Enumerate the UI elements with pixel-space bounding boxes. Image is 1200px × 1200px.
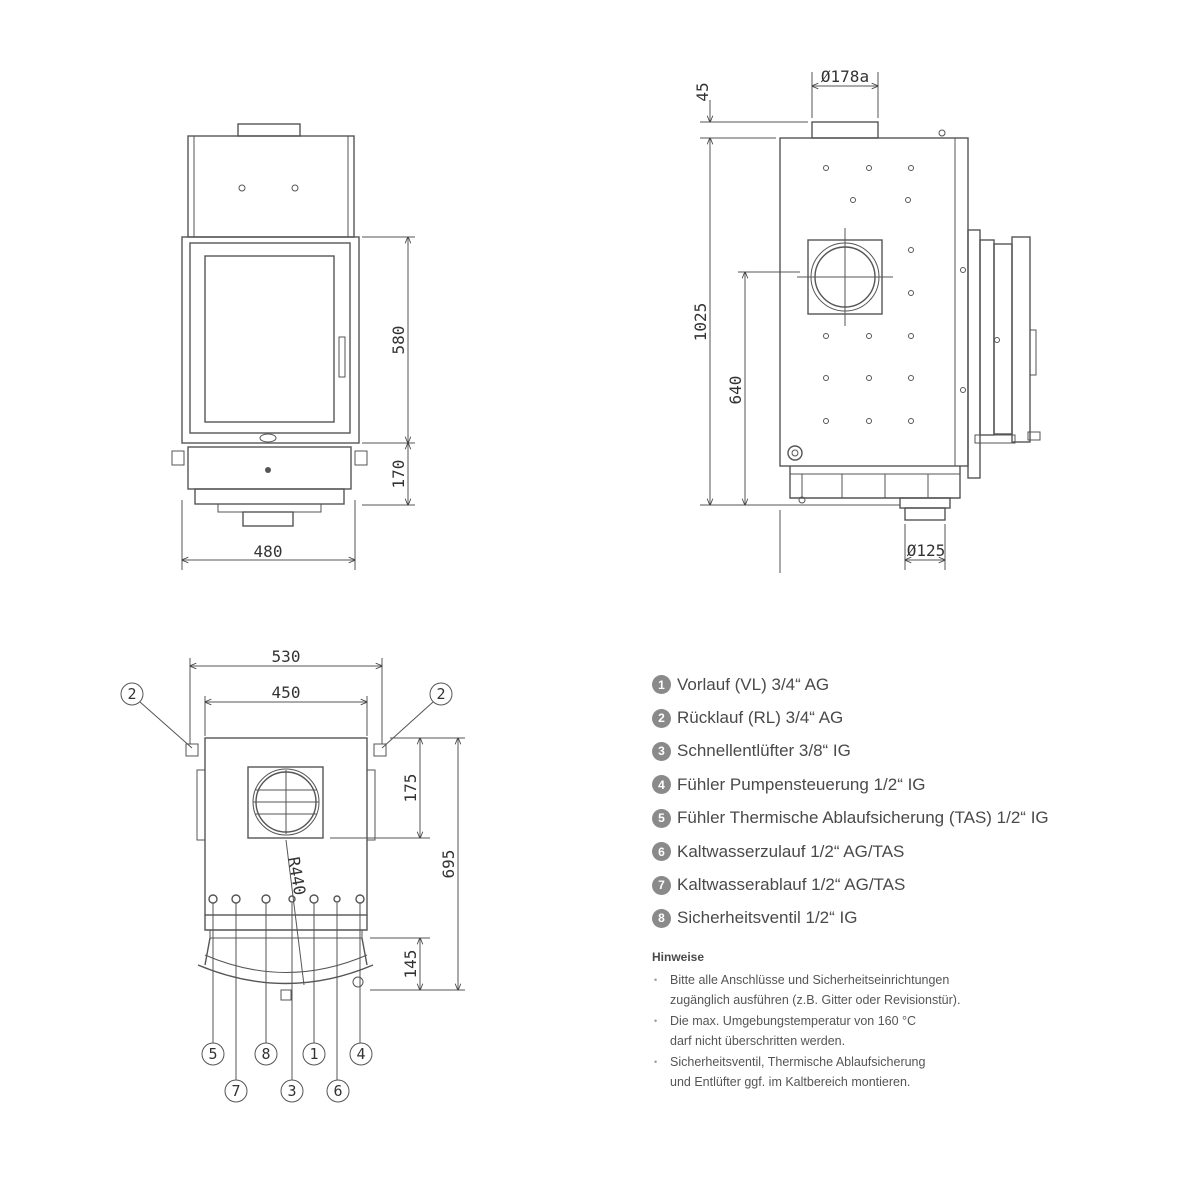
legend-text: Fühler Pumpensteuerung 1/2“ IG xyxy=(677,774,926,794)
legend-number-badge: 7 xyxy=(652,875,671,895)
legend-number-badge: 5 xyxy=(652,808,671,828)
callout-5: 5 xyxy=(208,1045,217,1063)
legend-text: Schnellentlüfter 3/8“ IG xyxy=(677,741,851,761)
note-text: Sicherheitsventil, Thermische Ablaufsich… xyxy=(670,1055,926,1089)
legend-number-badge: 6 xyxy=(652,842,671,862)
bullet-icon: • xyxy=(654,1057,658,1067)
legend-number-badge: 4 xyxy=(652,775,671,795)
notes-section: Hinweise • Bitte alle Anschlüsse und Sich… xyxy=(652,950,1172,1093)
legend-number-badge: 3 xyxy=(652,741,671,761)
legend-item: 4 Fühler Pumpensteuerung 1/2“ IG xyxy=(652,768,1192,801)
front-door-height-label: 580 xyxy=(389,326,408,355)
side-view: Ø178a 45 1025 640 Ø125 xyxy=(691,67,1041,573)
bottom-offset-label: 145 xyxy=(401,950,420,979)
legend-text: Vorlauf (VL) 3/4“ AG xyxy=(677,674,830,694)
front-width-label: 480 xyxy=(254,542,283,561)
legend-text: Kaltwasserablauf 1/2“ AG/TAS xyxy=(677,875,906,895)
legend-text: Kaltwasserzulauf 1/2“ AG/TAS xyxy=(677,841,905,861)
top-inner-width-label: 450 xyxy=(272,683,301,702)
connection-legend: 1 Vorlauf (VL) 3/4“ AG 2 Rücklauf (RL) 3/4“… xyxy=(652,668,1192,935)
top-radius-label: R440 xyxy=(284,855,309,896)
top-offset-label: 175 xyxy=(401,774,420,803)
note-item: • Sicherheitsventil, Thermische Ablaufsic… xyxy=(652,1052,1172,1092)
legend-number-badge: 8 xyxy=(652,908,671,928)
bullet-icon: • xyxy=(654,975,658,985)
callout-1: 1 xyxy=(309,1045,318,1063)
legend-number-badge: 2 xyxy=(652,708,671,728)
legend-number-badge: 1 xyxy=(652,675,671,695)
side-top-flue-label: Ø178a xyxy=(821,67,869,86)
callout-8: 8 xyxy=(261,1045,270,1063)
callout-7: 7 xyxy=(231,1082,240,1100)
top-depth-label: 695 xyxy=(439,850,458,879)
front-view: 480 580 170 xyxy=(171,123,415,570)
callout-3: 3 xyxy=(287,1082,296,1100)
legend-item: 5 Fühler Thermische Ablaufsicherung (TAS)… xyxy=(652,802,1192,835)
note-item: • Bitte alle Anschlüsse und Sicherheitsei… xyxy=(652,970,1172,1010)
notes-list: • Bitte alle Anschlüsse und Sicherheitsei… xyxy=(652,970,1172,1092)
callout-4: 4 xyxy=(356,1045,365,1063)
legend-text: Sicherheitsventil 1/2“ IG xyxy=(677,908,858,928)
side-connector-height-label: 640 xyxy=(726,376,745,405)
top-outer-width-label: 530 xyxy=(272,647,301,666)
side-top-offset-label: 45 xyxy=(693,82,712,101)
legend-item: 2 Rücklauf (RL) 3/4“ AG xyxy=(652,701,1192,734)
note-item: • Die max. Umgebungstemperatur von 160 °C… xyxy=(652,1011,1172,1051)
front-base-height-label: 170 xyxy=(389,460,408,489)
legend-item: 3 Schnellentlüfter 3/8“ IG xyxy=(652,735,1192,768)
top-view: R440 530 450 175 145 695 2 2 xyxy=(120,647,465,1103)
legend-item: 7 Kaltwasserablauf 1/2“ AG/TAS xyxy=(652,868,1192,901)
callout-2-right: 2 xyxy=(436,685,445,703)
note-text: Bitte alle Anschlüsse und Sicherheitsein… xyxy=(670,973,961,1007)
callout-2-left: 2 xyxy=(127,685,136,703)
legend-item: 6 Kaltwasserzulauf 1/2“ AG/TAS xyxy=(652,835,1192,868)
callout-6: 6 xyxy=(333,1082,342,1100)
bullet-icon: • xyxy=(654,1016,658,1026)
legend-item: 1 Vorlauf (VL) 3/4“ AG xyxy=(652,668,1192,701)
legend-text: Fühler Thermische Ablaufsicherung (TAS) … xyxy=(677,808,1049,828)
legend-text: Rücklauf (RL) 3/4“ AG xyxy=(677,708,844,728)
side-total-height-label: 1025 xyxy=(691,303,710,342)
legend-item: 8 Sicherheitsventil 1/2“ IG xyxy=(652,902,1192,935)
note-text: Die max. Umgebungstemperatur von 160 °C … xyxy=(670,1014,917,1048)
notes-title: Hinweise xyxy=(652,950,705,964)
side-bottom-flue-label: Ø125 xyxy=(907,541,946,560)
